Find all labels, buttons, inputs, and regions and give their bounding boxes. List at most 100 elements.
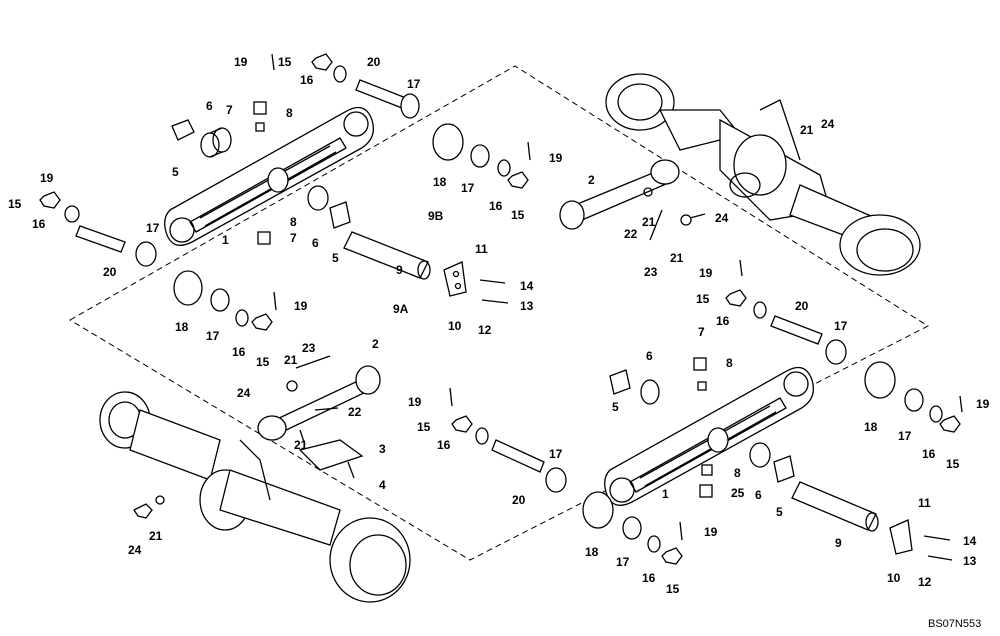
callout-19: 19 — [234, 55, 248, 69]
callout-16: 16 — [437, 438, 451, 452]
callout-1: 1 — [222, 233, 229, 247]
callout-25: 25 — [731, 486, 745, 500]
washer-upper-left — [171, 119, 195, 141]
callout-17: 17 — [206, 329, 220, 343]
pin-lower-center-20 — [449, 387, 567, 493]
callout-22: 22 — [624, 227, 638, 241]
torque-rod-upper-right — [559, 159, 706, 241]
bushings-upper-center — [432, 123, 531, 189]
callout-2: 2 — [588, 173, 595, 187]
drawing-reference: BS07N553 — [928, 618, 981, 630]
callout-17: 17 — [616, 555, 630, 569]
callout-17: 17 — [549, 447, 563, 461]
callout-17: 17 — [146, 221, 160, 235]
callout-9B: 9B — [428, 209, 444, 223]
callout-13: 13 — [520, 299, 534, 313]
callout-15: 15 — [946, 457, 960, 471]
callout-16: 16 — [232, 345, 246, 359]
plate-10 — [443, 261, 467, 297]
callout-15: 15 — [8, 197, 22, 211]
callout-6: 6 — [755, 488, 762, 502]
callout-19: 19 — [704, 525, 718, 539]
callout-18: 18 — [175, 320, 189, 334]
callout-24: 24 — [237, 386, 251, 400]
callout-21: 21 — [642, 215, 656, 229]
callout-10: 10 — [887, 571, 901, 585]
bushing-upper-left — [200, 127, 232, 158]
callout-14: 14 — [963, 534, 977, 548]
walking-beam-lower-right — [604, 366, 815, 506]
callout-23: 23 — [644, 265, 658, 279]
axle-lower-left — [99, 391, 411, 603]
bolts-11-12 — [479, 279, 509, 304]
callout-16: 16 — [32, 217, 46, 231]
callout-20: 20 — [103, 265, 117, 279]
callout-15: 15 — [417, 420, 431, 434]
callout-18: 18 — [585, 545, 599, 559]
callout-2: 2 — [372, 337, 379, 351]
callout-20: 20 — [795, 299, 809, 313]
callout-21: 21 — [670, 251, 684, 265]
nut-lower-left-24 — [133, 495, 165, 519]
callout-11: 11 — [475, 242, 488, 256]
callout-9A: 9A — [393, 302, 409, 316]
callout-21: 21 — [284, 353, 298, 367]
callout-24: 24 — [821, 117, 835, 131]
assembly-boundary — [69, 65, 930, 561]
pin-lower-right-20 — [725, 259, 847, 365]
callout-17: 17 — [407, 77, 421, 91]
callout-18: 18 — [433, 175, 447, 189]
callout-19: 19 — [294, 299, 308, 313]
pin-upper-20 — [271, 53, 420, 119]
callout-11: 11 — [918, 496, 931, 510]
callout-19: 19 — [976, 397, 990, 411]
bolt-upper-left-7 — [253, 101, 267, 132]
callout-15: 15 — [256, 355, 270, 369]
callout-7: 7 — [226, 103, 233, 117]
pin-upper-left-20 — [39, 191, 157, 267]
callout-6: 6 — [206, 99, 213, 113]
callout-8: 8 — [726, 356, 733, 370]
callout-10: 10 — [448, 319, 462, 333]
callout-7: 7 — [698, 325, 705, 339]
callout-16: 16 — [489, 199, 503, 213]
callout-15: 15 — [666, 582, 680, 596]
callout-21: 21 — [800, 123, 814, 137]
callout-12: 12 — [918, 575, 932, 589]
callout-17: 17 — [834, 319, 848, 333]
callout-20: 20 — [367, 55, 381, 69]
callout-16: 16 — [716, 314, 730, 328]
callout-8: 8 — [290, 215, 297, 229]
callout-5: 5 — [172, 165, 179, 179]
callout-1: 1 — [662, 487, 669, 501]
callout-16: 16 — [642, 571, 656, 585]
callout-19: 19 — [699, 266, 713, 280]
sleeve-lower-right-9 — [791, 481, 953, 561]
callout-6: 6 — [312, 236, 319, 250]
callout-15: 15 — [278, 55, 292, 69]
callout-6: 6 — [646, 349, 653, 363]
bushings-right-edge — [864, 361, 963, 433]
callout-16: 16 — [300, 73, 314, 87]
bushings-lower-center — [582, 491, 683, 565]
callout-15: 15 — [696, 292, 710, 306]
callout-15: 15 — [511, 208, 525, 222]
callout-17: 17 — [898, 429, 912, 443]
callout-5: 5 — [612, 400, 619, 414]
sleeve-9 — [343, 231, 431, 280]
callout-9: 9 — [835, 536, 842, 550]
bushings-lower-right — [609, 357, 795, 498]
callout-13: 13 — [963, 554, 977, 568]
callout-8: 8 — [734, 466, 741, 480]
callout-20: 20 — [512, 493, 526, 507]
spacers-center-6-5 — [257, 185, 351, 245]
callout-22: 22 — [348, 405, 362, 419]
callout-19: 19 — [549, 151, 563, 165]
callout-19: 19 — [408, 395, 422, 409]
callout-24: 24 — [128, 543, 142, 557]
callout-19: 19 — [40, 171, 54, 185]
axle-upper-right — [605, 73, 921, 276]
callout-23: 23 — [302, 341, 316, 355]
callout-9: 9 — [396, 263, 403, 277]
